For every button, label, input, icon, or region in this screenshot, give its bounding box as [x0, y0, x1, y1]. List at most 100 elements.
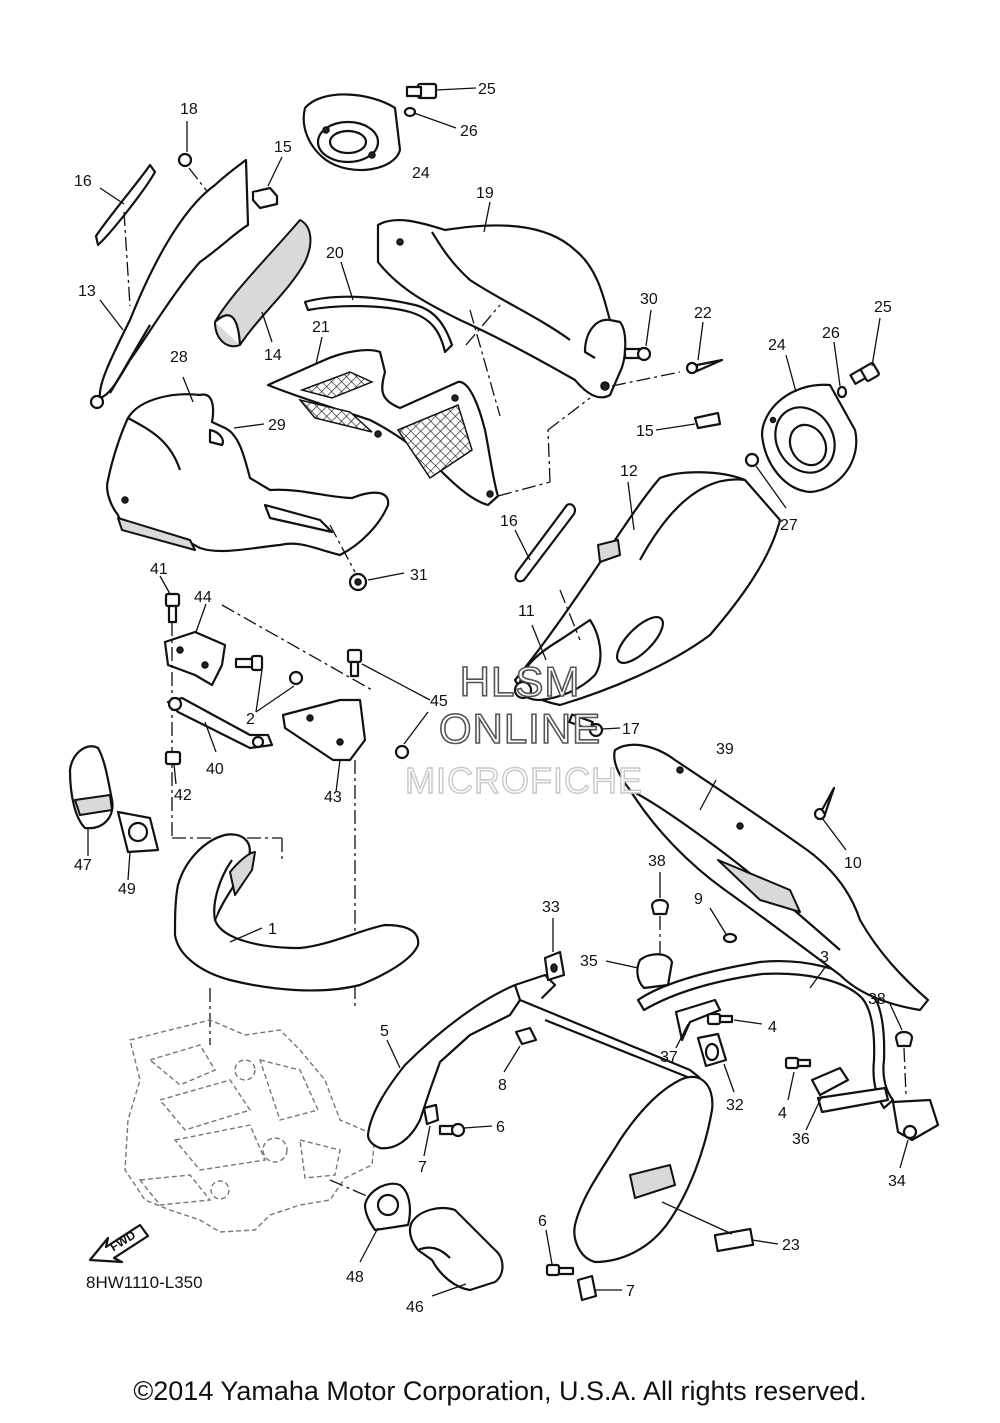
fwd-arrow-icon — [88, 1223, 150, 1264]
diagram-code: 8HW1110-L350 — [86, 1273, 203, 1292]
callout-26: 26 — [822, 325, 840, 342]
svg-text:ONLINE: ONLINE — [439, 705, 601, 752]
part-4-bolt-upper — [706, 1012, 763, 1026]
callout-5: 5 — [380, 1023, 389, 1040]
callout-49: 49 — [118, 881, 136, 898]
callout-6: 6 — [496, 1119, 505, 1136]
part-19-upper-panel — [376, 201, 627, 399]
part-46-intake-duct — [408, 1206, 504, 1297]
part-7-clip-right — [576, 1274, 622, 1302]
frame-outline — [124, 1019, 377, 1233]
part-24-end-cap-top — [302, 93, 402, 172]
copyright-notice: ©2014 Yamaha Motor Corporation, U.S.A. A… — [133, 1376, 867, 1406]
part-21-mesh-duct-panel — [266, 336, 500, 507]
part-40-stay-rod — [166, 696, 274, 753]
callout-13: 13 — [78, 283, 96, 300]
callout-19: 19 — [476, 185, 494, 202]
callout-18: 18 — [180, 101, 198, 118]
part-9-washer — [709, 907, 738, 944]
callout-41: 41 — [150, 561, 168, 578]
assembly-dash-lines-upper — [465, 304, 681, 497]
part-6-screw-right — [545, 1229, 575, 1277]
part-30-screw — [623, 309, 652, 362]
callout-24: 24 — [412, 165, 430, 182]
svg-text:MICROFICHE: MICROFICHE — [405, 760, 643, 801]
callout-14: 14 — [264, 347, 282, 364]
part-15-pad-top — [251, 156, 283, 210]
callout-12: 12 — [620, 463, 638, 480]
callout-23: 23 — [782, 1237, 800, 1254]
callout-29: 29 — [268, 417, 286, 434]
callout-16: 16 — [74, 173, 92, 190]
callout-7: 7 — [418, 1159, 427, 1176]
callout-42: 42 — [174, 787, 192, 804]
part-26-washer-right — [833, 341, 848, 399]
callout-15: 15 — [274, 139, 292, 156]
part-20-rubber-strip — [303, 261, 454, 354]
part-6-screw-left — [438, 1122, 493, 1138]
callout-32: 32 — [726, 1097, 744, 1114]
callout-15: 15 — [636, 423, 654, 440]
part-14-cover-panel — [214, 219, 312, 348]
callout-11: 11 — [518, 603, 535, 620]
callout-43: 43 — [324, 789, 342, 806]
callout-40: 40 — [206, 761, 224, 778]
watermark: HLSM ONLINE MICROFICHE — [404, 657, 643, 802]
callout-45: 45 — [430, 693, 448, 710]
part-13-side-cover-left — [89, 158, 250, 410]
callout-7: 7 — [626, 1283, 635, 1300]
callout-3: 3 — [820, 949, 829, 966]
part-17-bolt — [568, 713, 621, 738]
part-38-grommet-top — [650, 872, 670, 956]
callout-27: 27 — [780, 517, 798, 534]
part-27-nut — [744, 452, 787, 509]
part-28-duct-housing — [106, 376, 390, 557]
part-38-grommet-right — [889, 1003, 914, 1096]
part-31-nut — [329, 524, 405, 592]
part-45-bolts — [346, 648, 431, 760]
callout-9: 9 — [694, 891, 703, 908]
part-22-rivet — [685, 321, 724, 375]
callout-22: 22 — [694, 305, 712, 322]
callout-48: 48 — [346, 1269, 364, 1286]
callout-34: 34 — [888, 1173, 906, 1190]
callout-30: 30 — [640, 291, 658, 308]
part-47-side-guard — [68, 745, 114, 856]
part-23-side-panel-right — [573, 1075, 779, 1264]
callout-47: 47 — [74, 857, 92, 874]
part-36-bracket — [805, 1066, 850, 1131]
callout-4: 4 — [768, 1019, 777, 1036]
part-32-rubber-damper — [696, 1032, 735, 1093]
part-26-washer-top — [403, 106, 457, 129]
callout-1: 1 — [268, 921, 277, 938]
part-42-nut — [164, 750, 182, 785]
part-16-trim-strip-left — [94, 163, 157, 247]
callout-25: 25 — [874, 299, 892, 316]
svg-text:HLSM: HLSM — [460, 658, 581, 705]
callout-16: 16 — [500, 513, 518, 530]
part-8-grommet — [503, 1026, 538, 1073]
callout-31: 31 — [410, 567, 428, 584]
part-33-mount-rubber — [543, 918, 566, 982]
part-16-trim-strip-right — [514, 503, 576, 583]
callout-10: 10 — [844, 855, 862, 872]
part-24-end-cap-right — [760, 354, 858, 494]
callout-38: 38 — [868, 991, 886, 1008]
part-25-bolt-top — [405, 82, 477, 100]
part-34-end-block — [891, 1098, 940, 1169]
callout-39: 39 — [716, 741, 734, 758]
callout-46: 46 — [406, 1299, 424, 1316]
callout-25: 25 — [478, 81, 496, 98]
part-11-heat-shield — [513, 589, 602, 702]
callout-labels: 1 2 3 4 4 5 6 6 7 7 8 9 10 11 12 13 14 1… — [74, 81, 906, 1316]
callout-20: 20 — [326, 245, 344, 262]
part-7-clip-left — [422, 1103, 440, 1157]
part-1-front-cowl — [173, 833, 420, 1045]
part-48-duct-seal — [359, 1182, 411, 1263]
part-25-bolt-right — [849, 317, 881, 385]
part-37-bracket — [674, 998, 722, 1049]
part-15-pad-right — [655, 411, 722, 431]
callout-2: 2 — [246, 711, 255, 728]
part-35-rubber-mount — [605, 953, 674, 990]
